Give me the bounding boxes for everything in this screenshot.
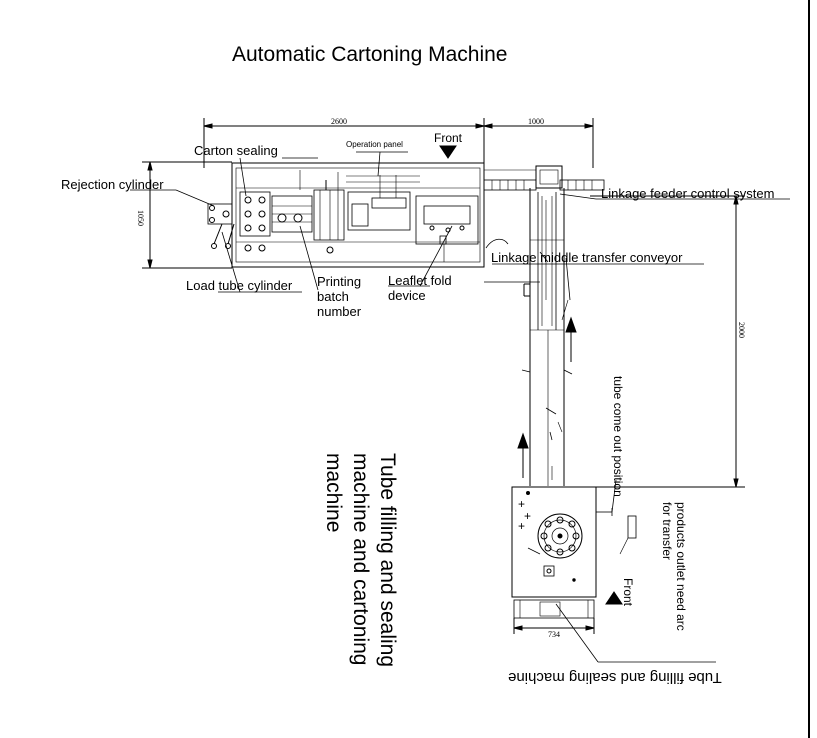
svg-text:+: + — [524, 509, 531, 523]
label-carton-sealing: Carton sealing — [194, 143, 278, 158]
vertical-conveyor — [521, 165, 573, 486]
label-operation-panel: Operation panel — [346, 140, 403, 149]
label-tube-filling-machine: Tube filling and sealing machine — [508, 669, 722, 686]
label-leaflet-fold: Leaflet fold device — [388, 273, 452, 303]
label-tube-filling-and-cartoning: Tube filling and sealing machine and car… — [322, 453, 399, 668]
dimension-1050: 1050 — [136, 210, 145, 226]
leader-lines — [130, 151, 790, 663]
svg-text:+: + — [518, 519, 525, 533]
label-products-outlet: products outlet need arc for transfer — [660, 502, 688, 631]
label-tube-come-out: tube come out position — [611, 376, 625, 497]
right-frame-edge — [808, 0, 810, 738]
tube-filling-machine: + + + — [511, 486, 637, 619]
front-arrow-bottom — [605, 591, 623, 605]
label-linkage-feeder: Linkage feeder control system — [601, 186, 775, 201]
bottom-dimension-lines — [513, 618, 595, 634]
label-load-tube-cylinder: Load tube cylinder — [186, 278, 293, 293]
cartoning-machine — [207, 162, 485, 268]
label-linkage-transfer: Linkage middle transfer conveyor — [491, 250, 683, 265]
dimension-2000: 2000 — [737, 322, 746, 338]
dimension-734: 734 — [548, 630, 560, 639]
dimension-1000: 1000 — [528, 117, 544, 126]
flow-arrows — [517, 316, 577, 478]
top-dimension-lines — [203, 118, 594, 168]
feeder-conveyor — [483, 169, 605, 249]
label-printing-batch: Printing batch number — [317, 274, 362, 319]
diagram-title: Automatic Cartoning Machine — [232, 43, 508, 66]
right-dimension-lines — [590, 195, 745, 488]
svg-text:+: + — [518, 497, 525, 511]
label-rejection-cylinder: Rejection cylinder — [61, 177, 164, 192]
label-front-top: Front — [434, 131, 463, 145]
dimension-2600: 2600 — [331, 117, 347, 126]
label-front-bottom: Front — [621, 578, 635, 607]
front-arrow-top — [439, 145, 457, 159]
left-dimension-lines — [142, 161, 232, 269]
